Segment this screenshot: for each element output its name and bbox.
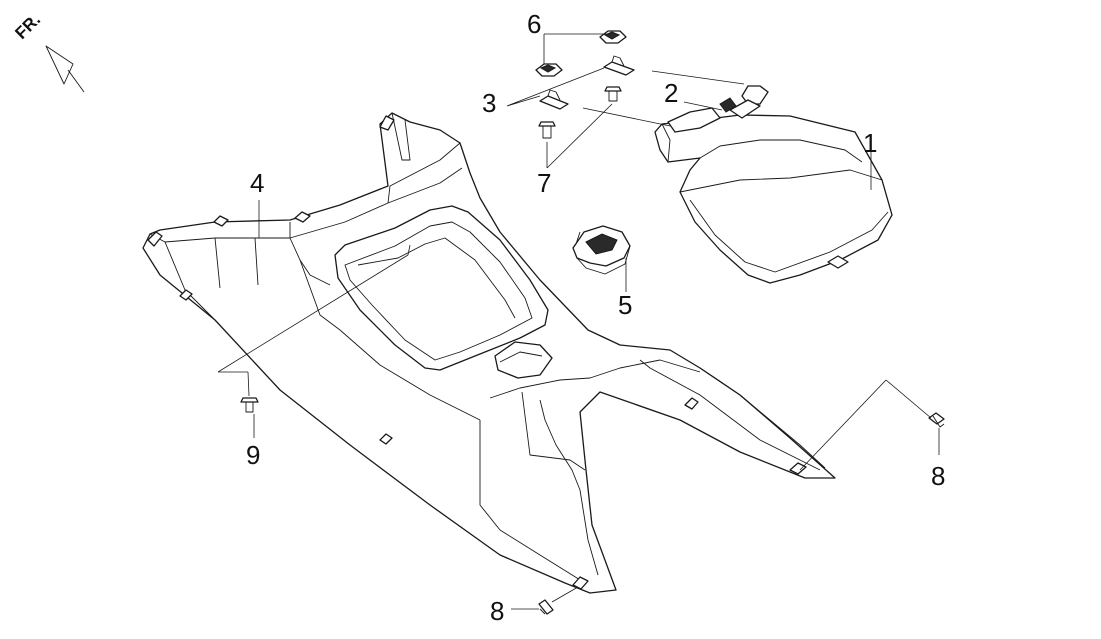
front-direction-indicator: FR.: [11, 10, 85, 93]
front-direction-label: FR.: [11, 10, 44, 43]
leader-lines: [217, 33, 940, 610]
hinge-screw-group: [538, 86, 622, 139]
hinge-plate-group: [539, 55, 635, 110]
screw-right-8: [928, 412, 945, 428]
callout-9: 9: [246, 440, 260, 470]
screw-left-9: [240, 397, 259, 413]
callout-6: 6: [527, 9, 541, 39]
callout-1: 1: [863, 128, 877, 158]
callout-2: 2: [664, 78, 678, 108]
callout-8-right: 8: [931, 461, 945, 491]
under-seat-cover-panel: [142, 112, 836, 594]
seat-cushion-pad: [654, 85, 893, 284]
clip-nut-group: [535, 30, 627, 77]
seat-latch: [572, 225, 631, 275]
callout-7: 7: [537, 168, 551, 198]
front-arrow-icon: [45, 45, 85, 93]
callout-labels: 1 2 3 4 5 6 7 8 8 9: [246, 9, 945, 626]
callout-8-bottom: 8: [490, 596, 504, 626]
callout-4: 4: [250, 168, 264, 198]
screw-bottom-8: [538, 599, 554, 615]
callout-3: 3: [482, 88, 496, 118]
callout-5: 5: [618, 290, 632, 320]
